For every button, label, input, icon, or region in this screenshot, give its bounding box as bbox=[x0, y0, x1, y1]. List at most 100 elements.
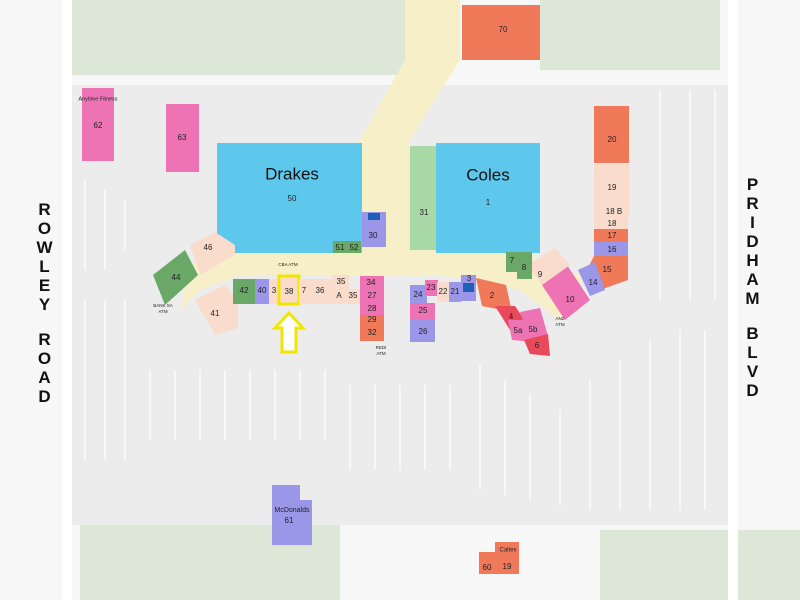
grass-top bbox=[70, 0, 430, 75]
shop-62-name-line: Anytime Fitness bbox=[78, 96, 117, 102]
shop-38-label: 38 bbox=[285, 287, 294, 296]
road-right-gap bbox=[741, 308, 765, 324]
cba-atm-label: CBA ATM bbox=[278, 262, 297, 267]
shop-35[interactable] bbox=[345, 289, 360, 304]
shop-63[interactable] bbox=[166, 104, 199, 172]
shop-24-label: 24 bbox=[414, 290, 423, 299]
shop-21[interactable] bbox=[449, 282, 461, 302]
shop-28[interactable] bbox=[360, 303, 384, 315]
shop-38[interactable] bbox=[279, 277, 299, 304]
shop-17[interactable] bbox=[594, 229, 628, 242]
shop-41-label: 41 bbox=[211, 309, 220, 318]
shop-32[interactable] bbox=[360, 325, 384, 341]
shop-7-right[interactable] bbox=[506, 252, 517, 272]
caltex-label: Caltex bbox=[499, 548, 516, 554]
shop-5b-label: 5b bbox=[529, 325, 538, 334]
shop-51[interactable] bbox=[333, 241, 347, 253]
road-name-right: PRIDHAM BLVD bbox=[741, 175, 765, 400]
shop-3-left[interactable] bbox=[269, 279, 279, 304]
shop-40[interactable] bbox=[255, 279, 269, 304]
shop-41[interactable] bbox=[195, 285, 238, 335]
banksa-atm-label-1: BANK SA bbox=[153, 303, 173, 308]
shop-2[interactable] bbox=[476, 278, 512, 312]
shop-16[interactable] bbox=[594, 242, 628, 256]
shop-31[interactable] bbox=[410, 146, 436, 250]
shop-29-label: 29 bbox=[368, 315, 377, 324]
shop-14[interactable] bbox=[578, 262, 605, 296]
shop-18b[interactable] bbox=[594, 204, 629, 218]
shop-22[interactable] bbox=[437, 282, 449, 302]
shop-19-right[interactable] bbox=[594, 164, 629, 204]
shop-6[interactable] bbox=[524, 334, 550, 356]
shop-35-top[interactable] bbox=[332, 275, 349, 289]
shop-26[interactable] bbox=[410, 319, 435, 342]
redi-atm-label-2: ATM bbox=[376, 351, 385, 356]
shop-32-label: 32 bbox=[368, 328, 377, 337]
shop-23[interactable] bbox=[425, 280, 438, 296]
shop-60-label: 60 bbox=[483, 563, 492, 572]
shop-26-label: 26 bbox=[419, 327, 428, 336]
shop-62-label: 62 bbox=[94, 121, 103, 130]
anz-atm-label-1: ANZ bbox=[556, 316, 565, 321]
parking-bays bbox=[84, 90, 716, 510]
shop-18-label: 18 bbox=[608, 219, 617, 228]
shop-61-label: 61 bbox=[285, 516, 294, 525]
shop-63-label: 63 bbox=[178, 133, 187, 142]
shop-46[interactable] bbox=[190, 232, 235, 275]
shop-10-label: 10 bbox=[566, 295, 575, 304]
shop-27[interactable] bbox=[360, 290, 384, 303]
shop-24[interactable] bbox=[410, 285, 427, 303]
shop-30-label: 30 bbox=[369, 231, 378, 240]
shop-40-label: 40 bbox=[258, 286, 267, 295]
road-left-word-2: ROAD bbox=[35, 330, 54, 406]
shop-52[interactable] bbox=[347, 241, 361, 253]
shop-20[interactable] bbox=[594, 106, 629, 163]
shop-5b[interactable] bbox=[520, 308, 548, 340]
road-left-gap bbox=[33, 314, 57, 330]
shop-42[interactable] bbox=[233, 279, 255, 304]
shop-34[interactable] bbox=[360, 276, 384, 290]
shop-46-label: 46 bbox=[204, 243, 213, 252]
shop-70[interactable] bbox=[462, 5, 540, 60]
shop-61[interactable] bbox=[272, 485, 312, 545]
shop-28-label: 28 bbox=[368, 304, 377, 313]
shop-5a[interactable] bbox=[508, 320, 535, 342]
shop-60[interactable] bbox=[479, 552, 495, 574]
shop-23-label: 23 bbox=[427, 283, 436, 292]
shop-34-label: 34 bbox=[367, 278, 376, 287]
shop-19-bottom[interactable] bbox=[495, 542, 519, 574]
shop-36-label: 36 bbox=[316, 286, 325, 295]
shop-9[interactable] bbox=[528, 248, 570, 285]
shop-2-label: 2 bbox=[490, 291, 495, 300]
shop-29[interactable] bbox=[360, 315, 384, 325]
coles-store[interactable] bbox=[436, 143, 540, 253]
drakes-unit: 50 bbox=[288, 194, 297, 203]
drakes-store[interactable] bbox=[217, 143, 362, 253]
road-right-word-2: BLVD bbox=[743, 324, 762, 400]
shop-7-left-label: 7 bbox=[302, 286, 307, 295]
shop-36[interactable] bbox=[309, 279, 332, 304]
shop-44[interactable] bbox=[153, 250, 198, 305]
shop-25[interactable] bbox=[410, 303, 435, 319]
accessible-sign bbox=[463, 283, 474, 292]
shop-8[interactable] bbox=[517, 252, 532, 279]
road-left-edge bbox=[62, 0, 72, 600]
shop-25-label: 25 bbox=[419, 306, 428, 315]
shop-52-label: 52 bbox=[350, 243, 359, 252]
grass-top-right bbox=[540, 0, 720, 70]
shop-7-left[interactable] bbox=[299, 279, 309, 304]
coles-name: Coles bbox=[466, 165, 509, 184]
shop-6-label: 6 bbox=[535, 341, 540, 350]
shop-19-bottom-label: 19 bbox=[503, 562, 512, 571]
shop-22-label: 22 bbox=[439, 287, 448, 296]
shop-19-right-label: 19 bbox=[608, 183, 617, 192]
drakes-name: Drakes bbox=[265, 164, 319, 183]
shop-61-name-line: McDonalds bbox=[274, 507, 310, 514]
shop-62[interactable] bbox=[82, 88, 114, 161]
shop-16-label: 16 bbox=[608, 245, 617, 254]
shop-18[interactable] bbox=[594, 218, 628, 229]
coles-unit: 1 bbox=[486, 198, 491, 207]
shop-a[interactable] bbox=[332, 289, 345, 304]
anz-atm-label-2: ATM bbox=[555, 322, 564, 327]
